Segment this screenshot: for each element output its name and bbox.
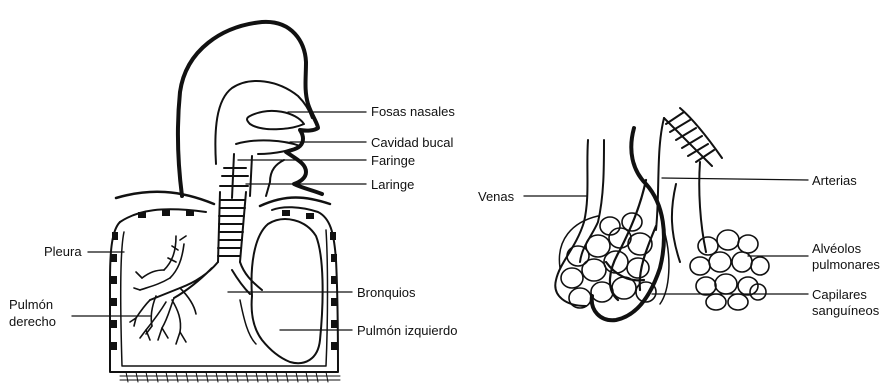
label-fosas-nasales: Fosas nasales <box>371 104 455 119</box>
label-cavidad-bucal: Cavidad bucal <box>371 135 453 150</box>
artery-thick <box>592 128 664 320</box>
label-bronquios: Bronquios <box>357 285 416 300</box>
label-alveolos-1: Alvéolos <box>812 241 861 256</box>
label-alveolos-2: pulmonares <box>812 257 880 272</box>
human-figure <box>110 22 340 382</box>
label-capilares-2: sanguíneos <box>812 303 879 318</box>
left-lung <box>252 219 323 363</box>
pleura-line <box>121 230 328 366</box>
label-faringe: Faringe <box>371 153 415 168</box>
trachea <box>218 192 246 262</box>
bronchiole-tube <box>664 108 722 166</box>
label-pulmon-derecho-1: Pulmón <box>9 297 53 312</box>
shoulder-line <box>116 192 214 204</box>
label-pulmon-izquierdo: Pulmón izquierdo <box>357 323 457 338</box>
label-venas: Venas <box>478 189 514 204</box>
alveoli-cluster-right <box>690 230 769 310</box>
alveoli-cluster-left <box>561 213 656 308</box>
label-pulmon-derecho-2: derecho <box>9 314 56 329</box>
diaphragm <box>120 372 340 382</box>
alveoli-figure <box>555 108 769 320</box>
label-laringe: Laringe <box>371 177 414 192</box>
nasal-cavity <box>215 81 312 164</box>
label-pleura: Pleura <box>44 244 82 259</box>
leader-arterias <box>662 178 808 180</box>
head-outline <box>178 22 322 196</box>
label-capilares-1: Capilares <box>812 287 867 302</box>
label-arterias: Arterias <box>812 173 857 188</box>
